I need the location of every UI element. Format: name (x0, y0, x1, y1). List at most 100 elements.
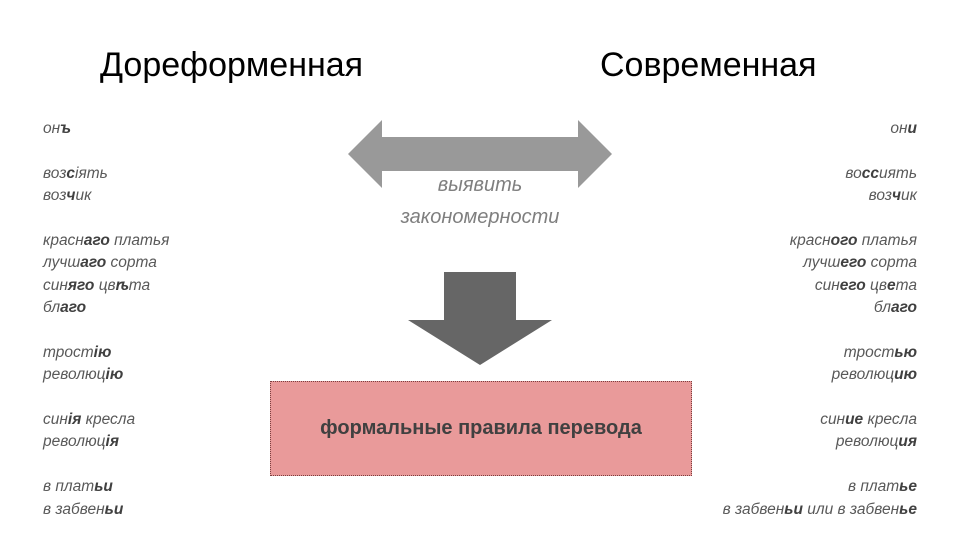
changed-part: аго (891, 299, 917, 317)
changed-part: аго (60, 299, 87, 317)
example-line: революція (43, 431, 169, 453)
text-part: трост (43, 343, 94, 361)
example-line: лучшего сорта (723, 252, 917, 274)
text-part: трост (843, 343, 895, 361)
text-part: или в забвен (802, 500, 900, 518)
example-line: революцию (723, 364, 917, 386)
example-line: они (723, 118, 917, 140)
middle-text-line1: выявить (437, 174, 523, 196)
text-part: революц (43, 433, 106, 451)
text-part: іять (75, 164, 108, 182)
changed-part: яго (67, 276, 95, 294)
changed-part: ія (67, 411, 82, 429)
text-part: та (128, 276, 151, 294)
changed-part: ч (66, 187, 76, 205)
text-part: цв (865, 276, 888, 294)
example-line: возсіять (43, 163, 169, 185)
text-part: сорта (106, 254, 157, 272)
example-line: революцію (43, 364, 169, 386)
text-part: платья (857, 231, 917, 249)
example-line: тростью (723, 342, 917, 364)
double-arrow-icon (348, 120, 612, 188)
example-line: возчик (43, 185, 169, 207)
changed-part: ѣ (115, 276, 129, 294)
changed-part: ьи (104, 500, 124, 518)
text-part: кресла (863, 411, 917, 429)
example-line: благо (43, 297, 169, 319)
down-arrow-icon (408, 272, 552, 365)
text-part: бл (873, 299, 892, 317)
example-line: возчик (723, 185, 917, 207)
example-line: лучшаго сорта (43, 252, 169, 274)
example-line: в забвеньи (43, 499, 169, 521)
text-part: в забвен (722, 500, 785, 518)
text-part: кресла (81, 411, 136, 429)
text-part: син (43, 411, 68, 429)
changed-part: ію (93, 343, 112, 361)
example-line: синяго цвѣта (43, 275, 169, 297)
example-line: воссиять (723, 163, 917, 185)
changed-part: сс (861, 164, 880, 182)
changed-part: его (839, 276, 866, 294)
text-part: воз (868, 187, 892, 205)
text-part: красн (789, 231, 831, 249)
middle-text-line2: закономерности (400, 206, 560, 228)
title-prereform: Дореформенная (100, 46, 364, 84)
text-part: лучш (803, 254, 841, 272)
text-part: син (814, 276, 840, 294)
changed-part: ьи (784, 500, 803, 518)
example-line: тростію (43, 342, 169, 364)
changed-part: его (840, 254, 867, 272)
title-modern: Современная (600, 46, 817, 84)
text-part: ик (75, 187, 92, 205)
text-part: революц (831, 366, 895, 384)
text-part: бл (43, 299, 61, 317)
changed-part: ью (894, 343, 917, 361)
changed-part: ьи (94, 478, 113, 496)
example-line: синие кресла (723, 409, 917, 431)
text-part: революц (43, 366, 106, 384)
example-line: благо (723, 297, 917, 319)
changed-part: ье (899, 478, 917, 496)
translation-rules-label: формальные правила перевода (320, 417, 642, 439)
text-part: син (43, 276, 68, 294)
example-line: в платьи (43, 476, 169, 498)
text-part: ик (901, 187, 917, 205)
changed-part: ию (894, 366, 917, 384)
text-part: революц (835, 433, 899, 451)
changed-part: аго (80, 254, 107, 272)
example-line: революция (723, 431, 917, 453)
text-part: иять (879, 164, 917, 182)
text-part: он (890, 120, 908, 137)
text-part: в забвен (43, 500, 105, 518)
text-part: воз (43, 187, 67, 205)
changed-part: и (907, 120, 917, 137)
text-part: лучш (43, 254, 81, 272)
text-part: платья (109, 231, 170, 249)
text-part: в плат (847, 478, 900, 496)
example-line: в забвеньи или в забвенье (723, 499, 917, 521)
example-line: синія кресла (43, 409, 169, 431)
changed-part: ие (845, 411, 864, 429)
text-part: воз (43, 164, 67, 182)
example-line: синего цвета (723, 275, 917, 297)
text-part: во (845, 164, 862, 182)
text-part: цв (94, 276, 116, 294)
changed-part: аго (83, 231, 110, 249)
example-line: онъ (43, 118, 169, 140)
changed-part: ію (105, 366, 124, 384)
changed-part: ье (899, 500, 917, 518)
example-line: краснаго платья (43, 230, 169, 252)
text-part: красн (43, 231, 84, 249)
changed-part: ч (892, 187, 902, 205)
text-part: он (43, 120, 61, 137)
changed-part: ия (898, 433, 917, 451)
translation-rules-box: формальные правила перевода (270, 381, 692, 476)
text-part: в плат (43, 478, 95, 496)
example-line: красного платья (723, 230, 917, 252)
changed-part: ія (105, 433, 119, 451)
text-part: та (895, 276, 917, 294)
